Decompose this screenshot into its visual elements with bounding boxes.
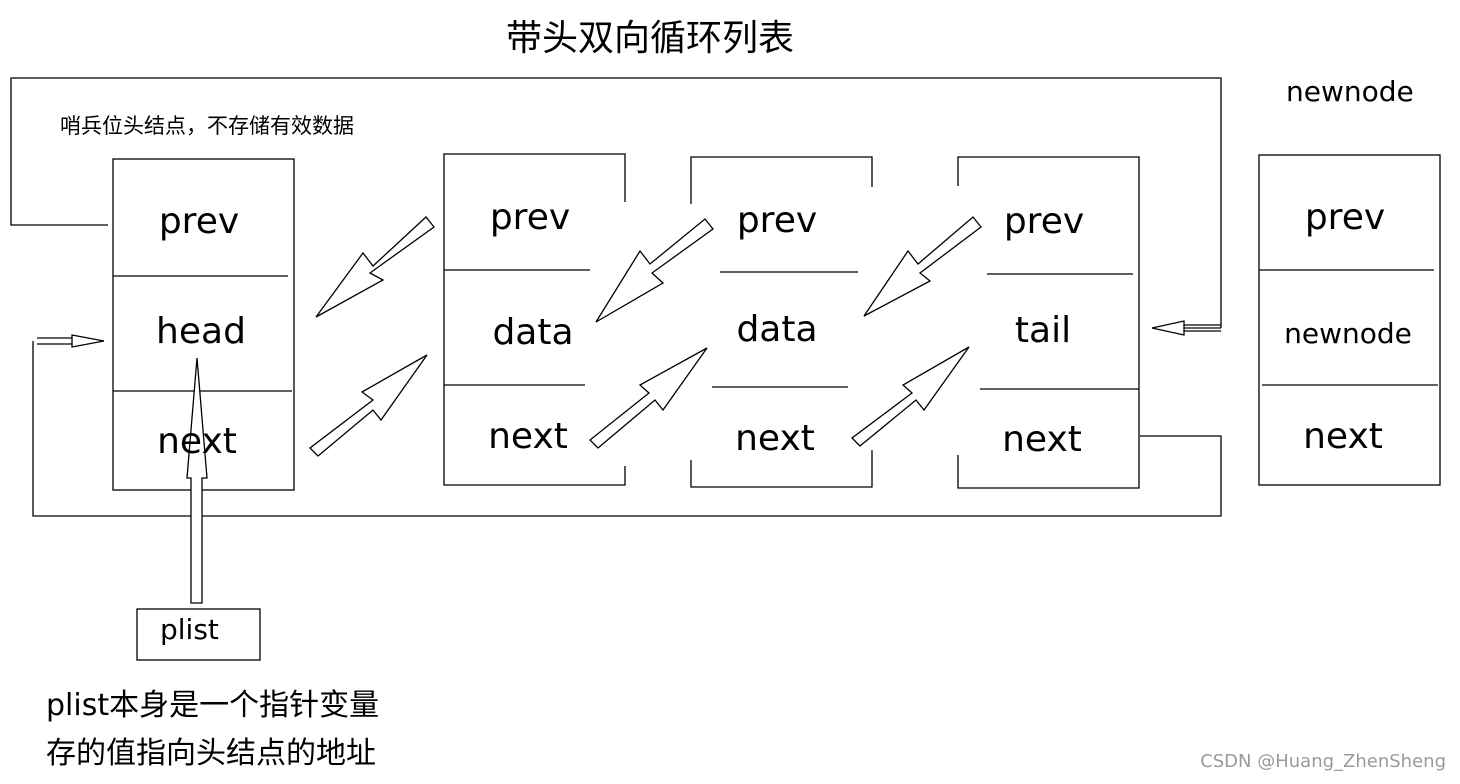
node-newnode-box xyxy=(1258,154,1441,486)
data2-prev-field: prev xyxy=(736,200,818,241)
node-head-box xyxy=(112,158,295,491)
tail-prev-field: prev xyxy=(1003,201,1085,242)
plist-arrow xyxy=(186,357,208,604)
plist-box xyxy=(136,608,261,661)
tail-mid-field: tail xyxy=(1014,310,1072,351)
newnode-mid-field: newnode xyxy=(1284,317,1412,350)
tail-next-field: next xyxy=(1002,419,1082,460)
node-tail-box xyxy=(957,156,1140,489)
outer-loop-top xyxy=(10,77,1222,336)
data2-mid-field: data xyxy=(736,309,818,350)
diagram-title: 带头双向循环列表 xyxy=(505,18,794,59)
head-mid-field: head xyxy=(156,311,246,352)
data1-next-field: next xyxy=(488,416,568,457)
link-arrows xyxy=(309,216,982,457)
node-data1-box xyxy=(443,153,626,486)
data1-prev-field: prev xyxy=(489,197,571,238)
arrow-tail-prev-to-data2 xyxy=(863,216,982,317)
sentinel-note: 哨兵位头结点，不存储有效数据 xyxy=(60,114,354,138)
data2-next-field: next xyxy=(735,418,815,459)
head-next-field: next xyxy=(157,421,237,462)
arrow-data2-next-to-tail xyxy=(851,346,970,447)
arrow-data1-next-to-data2 xyxy=(589,347,708,449)
newnode-heading: newnode xyxy=(1286,75,1414,108)
watermark: CSDN @Huang_ZhenSheng xyxy=(1200,751,1446,772)
arrow-data1-prev-to-head xyxy=(315,216,435,318)
newnode-next-field: next xyxy=(1303,416,1383,457)
arrow-data2-prev-to-data1 xyxy=(595,218,714,323)
arrow-head-next-to-data1 xyxy=(309,354,428,457)
outer-loop-bottom xyxy=(32,334,1222,517)
caption-line-2: 存的值指向头结点的地址 xyxy=(46,736,376,771)
caption-line-1: plist本身是一个指针变量 xyxy=(46,688,380,723)
head-prev-field: prev xyxy=(158,201,240,242)
newnode-prev-field: prev xyxy=(1304,197,1386,238)
node-data2-box xyxy=(690,156,873,488)
data1-mid-field: data xyxy=(492,312,574,353)
plist-label: plist xyxy=(160,613,219,646)
